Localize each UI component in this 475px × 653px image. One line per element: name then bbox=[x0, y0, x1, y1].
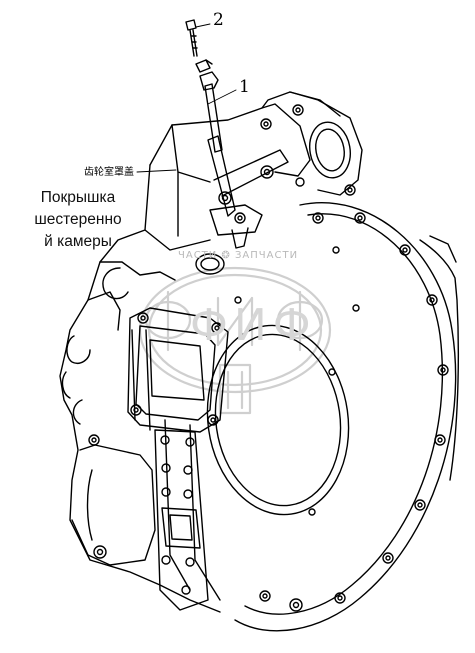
russian-name-line-3: й камеры bbox=[44, 233, 112, 250]
leader-lines bbox=[136, 23, 237, 173]
russian-name-line-1: Покрышка bbox=[40, 189, 116, 206]
bolt-part-2 bbox=[185, 19, 198, 57]
callout-2: 2 bbox=[213, 10, 224, 30]
russian-part-name: Покрышка шестеренно й камеры bbox=[8, 187, 148, 253]
flange-plate bbox=[127, 307, 229, 433]
bracket-assembly bbox=[207, 135, 289, 249]
flywheel-housing bbox=[206, 202, 460, 632]
watermark-tagline: ЧАСТИ ❂ ЗАПЧАСТИ bbox=[178, 250, 299, 261]
leader-part-2 bbox=[195, 23, 211, 28]
chinese-part-name: 齿轮室罩盖 bbox=[84, 167, 134, 178]
upper-port bbox=[260, 91, 363, 196]
rim-bolt-holes bbox=[234, 212, 449, 612]
bolt-column bbox=[154, 429, 209, 611]
small-port bbox=[195, 253, 225, 275]
callout-1: 1 bbox=[239, 77, 250, 97]
leader-part-1 bbox=[207, 89, 237, 105]
watermark-logo bbox=[138, 266, 332, 415]
watermark-letters: ФИФ bbox=[190, 300, 317, 351]
leader-chinese-label bbox=[136, 169, 177, 173]
sensor-part-1 bbox=[195, 59, 223, 153]
russian-name-line-2: шестеренно bbox=[34, 211, 122, 228]
